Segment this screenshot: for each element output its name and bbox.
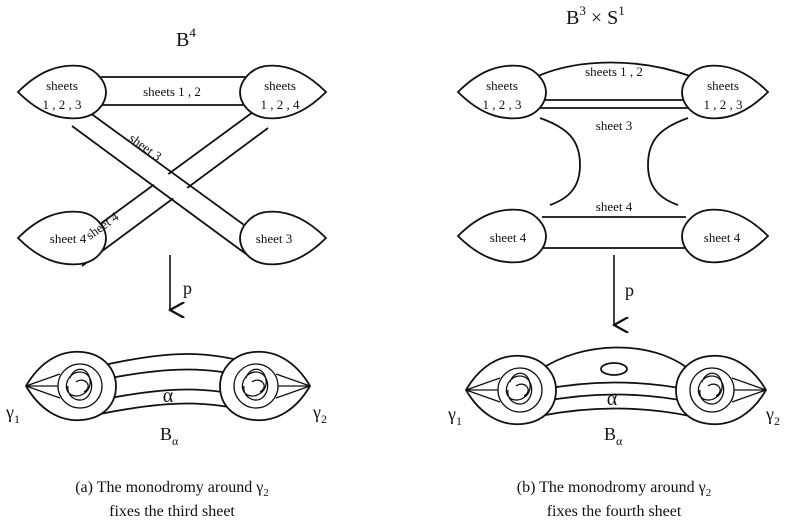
panel-a: B4 sheets 1 , 2 , 3 sheets 1 , 2 , 4 she… (5, 25, 328, 520)
gamma-1-label-a: γ1 (5, 402, 20, 426)
caption-a-line-1: (a) The monodromy around γ2 (75, 479, 269, 499)
node-b-top-left-label-2: 1 , 2 , 3 (483, 97, 522, 112)
node-bottom-right-label: sheet 3 (256, 231, 292, 246)
band-sheet-3-main (71, 109, 263, 255)
panel-b-space-label: B3 × S1 (566, 3, 625, 29)
gamma-2-label-b: γ2 (765, 404, 780, 428)
base-diagram-b (464, 346, 768, 426)
node-b-top-right-label-2: 1 , 2 , 3 (704, 97, 743, 112)
band-sheets-1-2 (100, 76, 248, 106)
node-b-bottom-left (456, 208, 547, 264)
band-sheet-4-b (542, 216, 686, 249)
band-b-bottom-label: sheet 4 (596, 199, 633, 214)
hole-ellipse (600, 362, 628, 376)
node-b-top-left-label-1: sheets (486, 78, 518, 93)
node-bottom-left (16, 210, 107, 266)
node-top-left-label-2: 1 , 2 , 3 (43, 97, 82, 112)
band-top-label: sheets 1 , 2 (143, 84, 201, 99)
panel-b: B3 × S1 sheets 1 , 2 , 3 sheets 1 , 2 , … (447, 3, 780, 520)
node-b-bottom-left-label: sheet 4 (490, 230, 527, 245)
band-b-middle-label: sheet 3 (596, 118, 632, 133)
node-top-left (16, 64, 107, 120)
base-diagram-a (24, 350, 312, 422)
node-b-bottom-right (681, 208, 770, 264)
caption-b-line-1: (b) The monodromy around γ2 (517, 479, 711, 499)
band-sheets-1-2-b (537, 61, 691, 101)
map-label-b: p (625, 280, 634, 300)
node-top-right-label-2: 1 , 2 , 4 (261, 97, 301, 112)
band-sheet-3-b (538, 107, 690, 206)
panel-a-space-label: B4 (176, 25, 196, 51)
node-top-right-label-1: sheets (264, 78, 296, 93)
node-top-right (239, 64, 328, 120)
gamma-1-label-b: γ1 (447, 404, 462, 428)
band-b-top-label: sheets 1 , 2 (585, 64, 643, 79)
caption-a-line-2: fixes the third sheet (109, 503, 235, 520)
gamma-2-label-a: γ2 (312, 402, 327, 426)
caption-b-line-2: fixes the fourth sheet (547, 503, 682, 520)
alpha-label-b: α (607, 388, 618, 410)
node-b-top-left (456, 64, 547, 120)
node-top-left-label-1: sheets (46, 78, 78, 93)
node-b-bottom-right-label: sheet 4 (704, 230, 741, 245)
node-b-top-right-label-1: sheets (707, 78, 739, 93)
b-alpha-label-a: Bα (160, 424, 179, 448)
node-bottom-right (239, 210, 328, 266)
alpha-label-a: α (163, 385, 174, 407)
node-bottom-left-label: sheet 4 (50, 231, 87, 246)
node-b-top-right (681, 64, 770, 120)
b-alpha-label-b: Bα (604, 424, 623, 448)
map-label-a: p (183, 278, 192, 298)
